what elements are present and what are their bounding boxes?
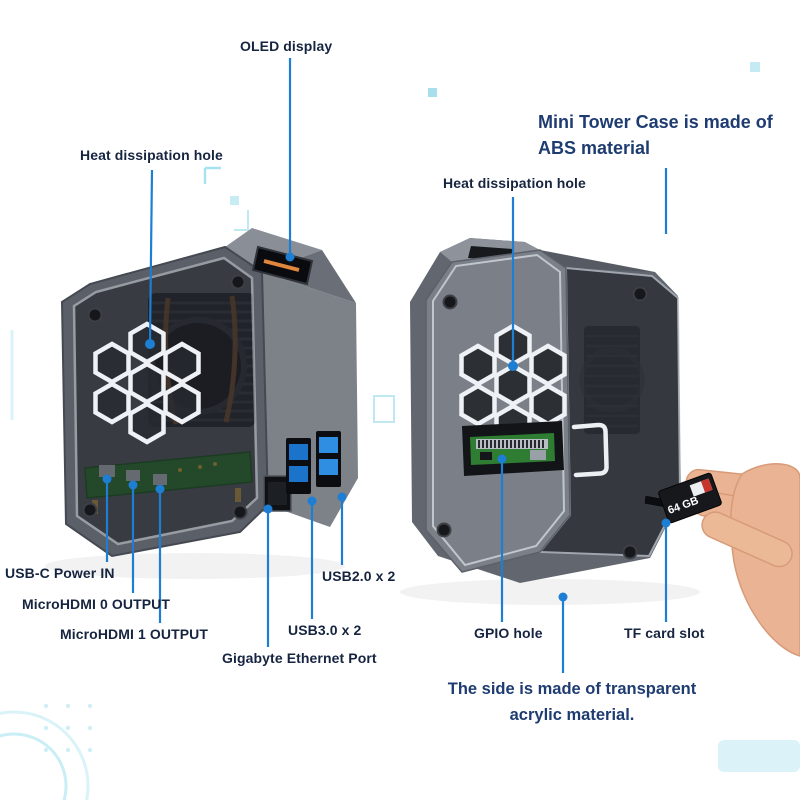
dot-gpio bbox=[497, 454, 507, 464]
side-io-ports bbox=[263, 431, 341, 512]
label-ethernet-port: Gigabyte Ethernet Port bbox=[222, 650, 377, 666]
corner-screws-left bbox=[82, 274, 248, 520]
label-usb3: USB3.0 x 2 bbox=[288, 622, 362, 638]
headline-abs-line2: ABS material bbox=[538, 138, 651, 158]
dot-tf-card bbox=[661, 518, 671, 528]
leader-lines bbox=[105, 58, 668, 673]
dot-usb3 bbox=[307, 496, 317, 506]
label-usb-c-power: USB-C Power IN bbox=[5, 565, 115, 581]
leader-dots bbox=[102, 252, 671, 602]
label-oled-display: OLED display bbox=[240, 38, 333, 54]
dot-hdmi1 bbox=[155, 484, 165, 494]
dot-usb-c bbox=[102, 474, 112, 484]
thumb bbox=[701, 511, 793, 568]
dot-heat-right bbox=[508, 361, 518, 371]
headline-acrylic-line2: acrylic material. bbox=[509, 706, 635, 724]
label-tf-card-slot: TF card slot bbox=[624, 625, 705, 641]
dot-grid-decoration bbox=[43, 703, 93, 753]
hand-with-sd-card: 64 GB bbox=[658, 463, 800, 657]
right-case-roof-slope bbox=[540, 250, 655, 272]
sd-card: 64 GB bbox=[658, 472, 722, 524]
label-usb2: USB2.0 x 2 bbox=[322, 568, 396, 584]
dot-usb2 bbox=[337, 492, 347, 502]
port-bracket bbox=[571, 422, 609, 478]
label-heat-hole-left: Heat dissipation hole bbox=[80, 147, 223, 163]
left-case-illustration bbox=[60, 228, 358, 558]
right-case-illustration bbox=[410, 238, 682, 583]
headline-abs-material: Mini Tower Case is made of ABS material bbox=[538, 109, 773, 161]
background-decorations bbox=[0, 62, 800, 800]
leader-heat-left bbox=[148, 169, 154, 342]
dot-ethernet bbox=[263, 504, 273, 514]
headline-abs-line1: Mini Tower Case is made of bbox=[538, 112, 773, 132]
headline-acrylic-line1: The side is made of transparent bbox=[447, 680, 697, 698]
dot-acrylic-side bbox=[558, 592, 568, 602]
label-micro-hdmi-1: MicroHDMI 1 OUTPUT bbox=[60, 626, 209, 642]
right-case-rear-face bbox=[425, 249, 571, 573]
dot-oled bbox=[285, 252, 295, 262]
corner-screws-right bbox=[436, 286, 648, 560]
dot-heat-left bbox=[145, 339, 155, 349]
label-micro-hdmi-0: MicroHDMI 0 OUTPUT bbox=[22, 596, 171, 612]
dot-hdmi0 bbox=[128, 480, 138, 490]
label-heat-hole-right: Heat dissipation hole bbox=[443, 175, 586, 191]
gpio-opening bbox=[462, 421, 564, 476]
label-gpio-hole: GPIO hole bbox=[474, 625, 543, 641]
headline-acrylic-side: The side is made of transparent acrylic … bbox=[438, 676, 706, 728]
